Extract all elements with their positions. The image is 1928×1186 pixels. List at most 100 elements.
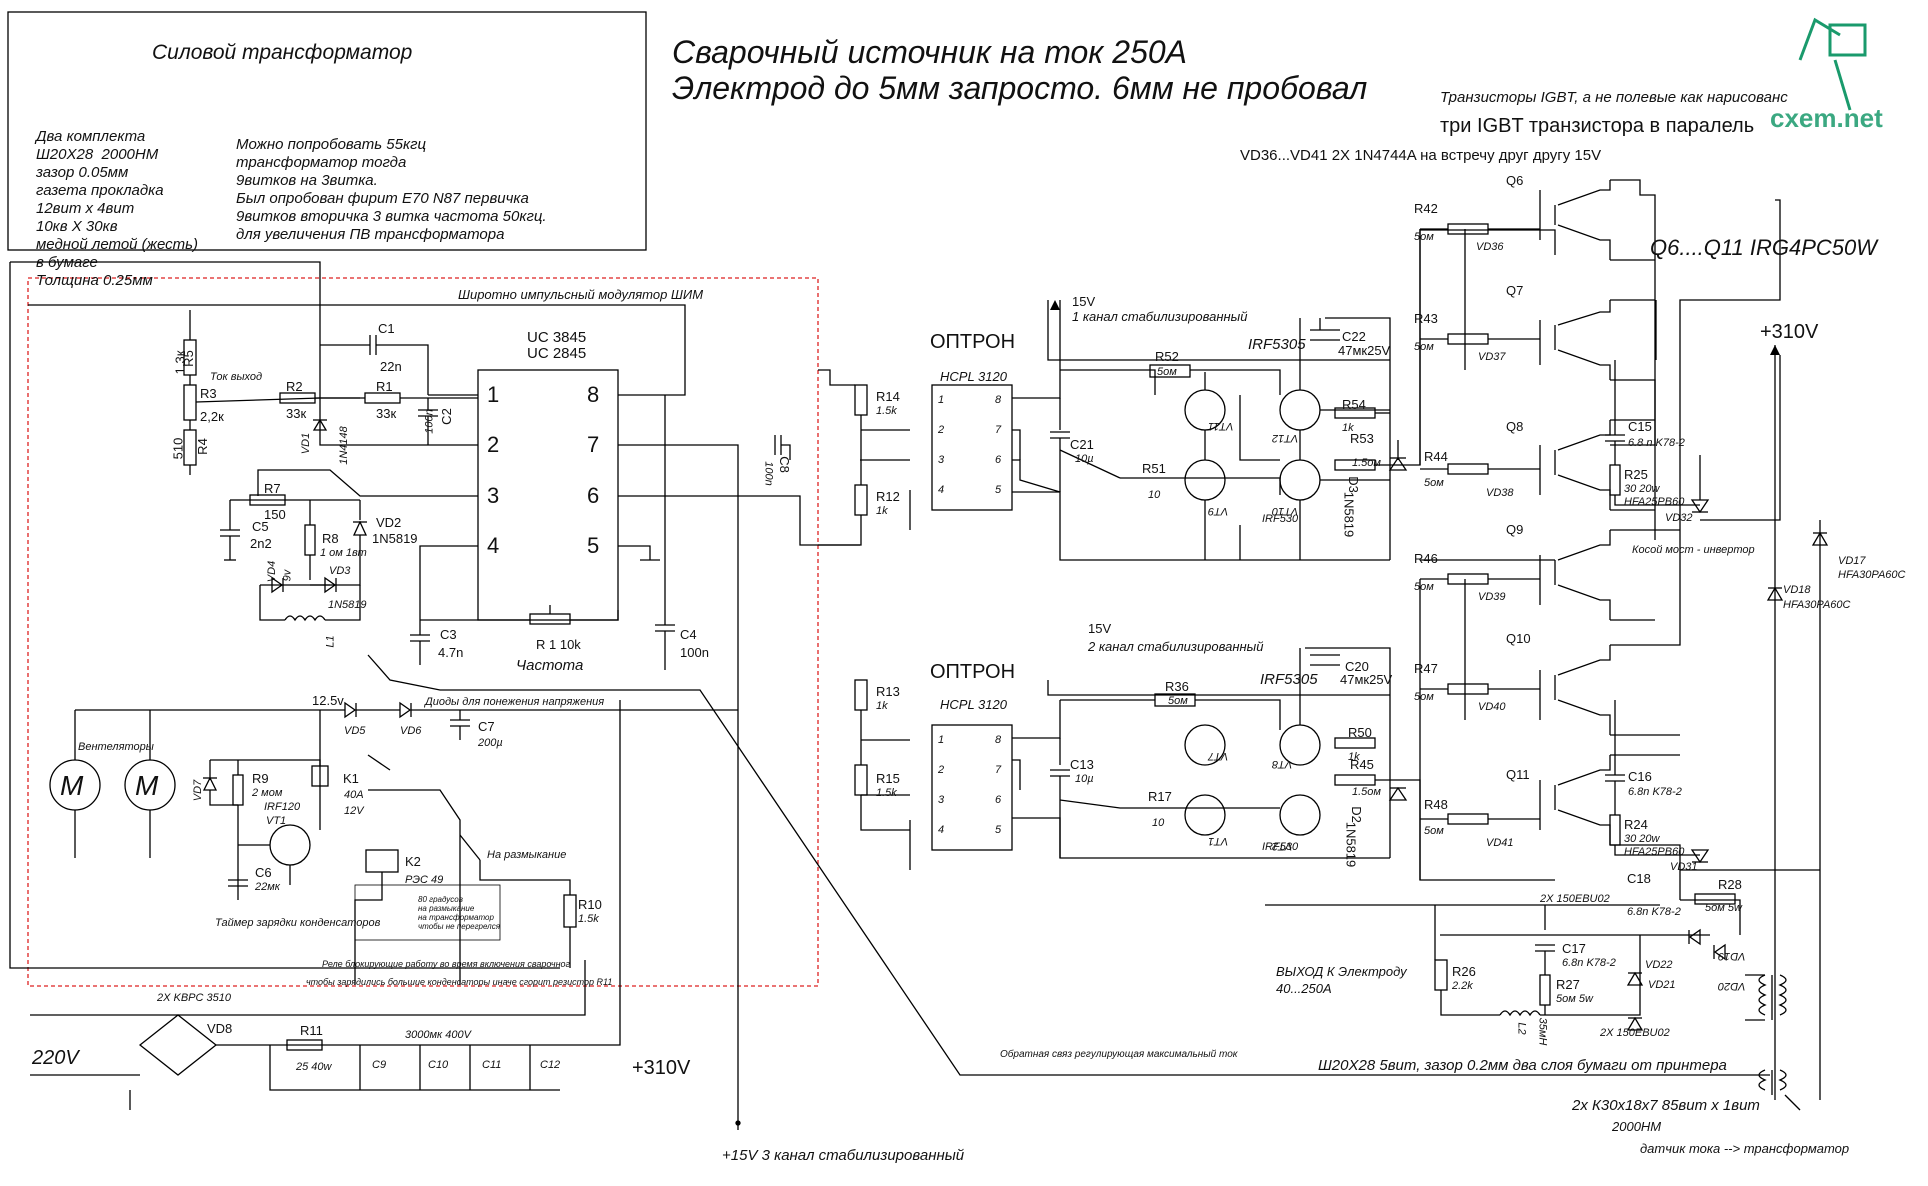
transformer-title: Силовой трансформатор xyxy=(152,41,413,64)
logo-text: cxem.net xyxy=(1770,103,1883,133)
c8-label: C8 xyxy=(776,456,792,473)
r54-value: 1k xyxy=(1342,422,1354,434)
r53-value: 1.5ом xyxy=(1352,457,1381,469)
r47-value: 5ом xyxy=(1414,691,1434,703)
opto2-pin7: 7 xyxy=(995,764,1002,776)
k1-value2: 12V xyxy=(344,805,364,817)
vd-note: VD36...VD41 2X 1N4744A на встречу друг д… xyxy=(1240,147,1602,164)
vt7-label: VT7 xyxy=(1208,750,1229,762)
c2-label: C2 xyxy=(438,408,454,425)
output-label-1: ВЫХОД К Электроду xyxy=(1276,964,1407,979)
c10-label: C10 xyxy=(428,1059,449,1071)
pwm-section-border xyxy=(27,277,819,987)
opto2-pin8: 8 xyxy=(995,734,1002,746)
c6-label: C6 xyxy=(255,865,272,880)
l1-label: L1 xyxy=(324,635,337,648)
r52-value: 5ом xyxy=(1157,366,1177,378)
c5-value: 2n2 xyxy=(250,536,272,551)
vd1-value: 1N4148 xyxy=(337,426,350,465)
r52-label: R52 xyxy=(1155,349,1179,364)
q11-label: Q11 xyxy=(1506,767,1530,782)
l2-value: 35мН xyxy=(1536,1017,1549,1046)
c21-value: 10µ xyxy=(1075,453,1094,465)
optron2-model: HCPL 3120 xyxy=(940,697,1007,712)
vd4-value: 9v xyxy=(281,569,294,582)
c5-label: C5 xyxy=(252,519,269,534)
c7-label: C7 xyxy=(478,719,495,734)
vd5-label: VD5 xyxy=(344,725,366,737)
relay-note2: чтобы зарядились большие конденсаторы ин… xyxy=(306,977,613,987)
r27-value: 5ом 5w xyxy=(1556,993,1593,1005)
c15-value: 6.8 n K78-2 xyxy=(1628,437,1685,449)
c15-label: C15 xyxy=(1628,419,1652,434)
r24-value1: 30 20w xyxy=(1624,833,1660,845)
chip-name-2: UC 2845 xyxy=(527,345,587,362)
r36-label: R36 xyxy=(1165,679,1189,694)
vd18-value: HFA30PA60C xyxy=(1783,599,1851,611)
r7-value: 150 xyxy=(264,507,286,522)
c22-label: C22 xyxy=(1342,329,1366,344)
r46-value: 5ом xyxy=(1414,581,1434,593)
r36-value: 5ом xyxy=(1168,695,1188,707)
c11-label: C11 xyxy=(482,1059,502,1071)
c4-value: 100n xyxy=(680,645,709,660)
irf530-label-1: IRF530 xyxy=(1262,513,1299,525)
opto1-pin4: 4 xyxy=(938,484,945,496)
c13-value: 10µ xyxy=(1075,773,1094,785)
optron1-title: ОПТРОН xyxy=(930,331,1016,353)
current-out-label: Ток выход xyxy=(210,371,263,383)
opto2-pin5: 5 xyxy=(995,824,1002,836)
opto2-pin2: 2 xyxy=(938,764,945,776)
r25-label: R25 xyxy=(1624,467,1648,482)
irf5305-label-2: IRF5305 xyxy=(1260,671,1318,688)
vd2-label: VD2 xyxy=(376,515,402,530)
k2-label: K2 xyxy=(405,854,421,869)
igbt-parallel-note: три IGBT транзистора в паралель xyxy=(1440,115,1755,137)
fans-label: Вентеляторы xyxy=(78,741,154,753)
opto2-pin6: 6 xyxy=(995,794,1002,806)
c7-value: 200µ xyxy=(478,737,503,749)
cxem-logo-mark xyxy=(1798,17,1867,111)
optron1-model: HCPL 3120 xyxy=(940,369,1007,384)
bridge-note: Косой мост - инвертор xyxy=(1632,544,1755,556)
vt9-label: VT9 xyxy=(1208,505,1229,517)
fan-motor-1: M xyxy=(60,770,84,801)
r17-value: 10 xyxy=(1152,817,1165,829)
r2-label: R2 xyxy=(286,379,303,394)
r26-value: 2.2k xyxy=(1452,980,1473,992)
r25-value1: 30 20w xyxy=(1624,483,1660,495)
optron-2 xyxy=(931,724,1013,851)
r15-label: R15 xyxy=(876,771,900,786)
c6-value: 22мк xyxy=(255,881,280,893)
c21-label: C21 xyxy=(1070,437,1094,452)
vt11-label: VT11 xyxy=(1208,420,1234,432)
r26-label: R26 xyxy=(1452,964,1476,979)
vd18-label: VD18 xyxy=(1783,584,1811,596)
optron2-title: ОПТРОН xyxy=(930,661,1016,683)
r3-value: 2,2к xyxy=(200,409,224,424)
c1-label: C1 xyxy=(378,321,395,336)
c20-value: 47мк25V xyxy=(1340,672,1393,687)
r11-label: R11 xyxy=(300,1023,323,1038)
l2-label: L2 xyxy=(1515,1022,1528,1035)
vd6-label: VD6 xyxy=(400,725,422,737)
c2-value: 100n xyxy=(423,409,436,434)
vd36-label: VD36 xyxy=(1476,241,1504,253)
opto1-pin8: 8 xyxy=(995,394,1002,406)
c20-label: C20 xyxy=(1345,659,1369,674)
vd3-value: 1N5819 xyxy=(328,599,367,611)
d3-value: 1N5819 xyxy=(1341,491,1357,538)
vd2-value: 1N5819 xyxy=(372,531,418,546)
r9-value: 2 мом xyxy=(252,787,283,799)
r1-label: R1 xyxy=(376,379,393,394)
title-line2: Электрод до 5мм запросто. 6мм не пробова… xyxy=(672,70,1368,106)
vd37-label: VD37 xyxy=(1478,351,1506,363)
chip-pin-6: 6 xyxy=(587,483,600,508)
vd31-label: VD31 xyxy=(1670,861,1698,873)
r42-label: R42 xyxy=(1414,201,1438,216)
r14-value: 1.5k xyxy=(876,405,897,417)
r13-label: R13 xyxy=(876,684,900,699)
c17-value: 6.8n K78-2 xyxy=(1562,957,1616,969)
opto1-pin5: 5 xyxy=(995,484,1002,496)
